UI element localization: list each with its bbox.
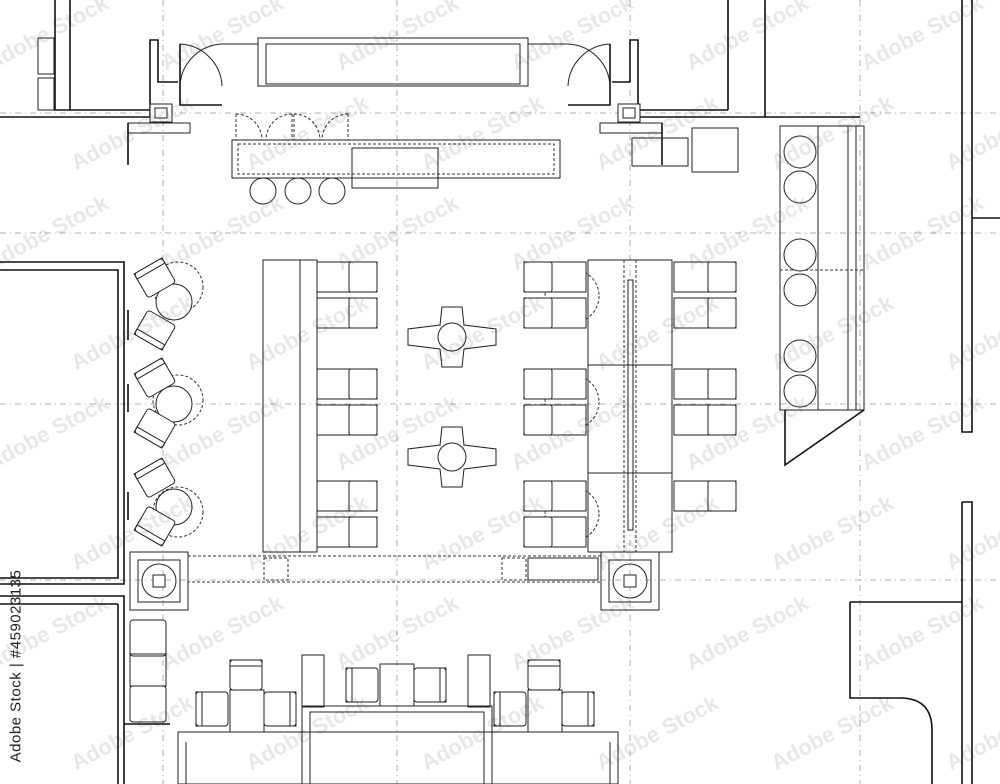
square-column <box>129 551 660 611</box>
lounge-chair <box>133 257 176 547</box>
bottom-armchair <box>195 659 595 727</box>
bottom-left-chairs <box>124 619 170 725</box>
dining-chair <box>523 261 737 548</box>
center-cross-table <box>407 306 497 488</box>
top-walls <box>0 0 860 173</box>
bar-counter <box>231 113 561 189</box>
bar-stool <box>249 177 346 205</box>
stock-id-text: Adobe Stock | #459023135 <box>7 569 25 763</box>
stock-id-label: Adobe Stock | #459023135 <box>2 548 30 784</box>
right-banquette <box>779 125 865 467</box>
planter-rail <box>187 555 602 583</box>
lounge-side-table <box>152 261 204 538</box>
right-walls <box>849 0 1000 784</box>
dining-chair <box>316 261 378 548</box>
banquette-stool <box>783 135 817 408</box>
left-long-table <box>262 259 318 553</box>
left-walls <box>0 261 129 784</box>
